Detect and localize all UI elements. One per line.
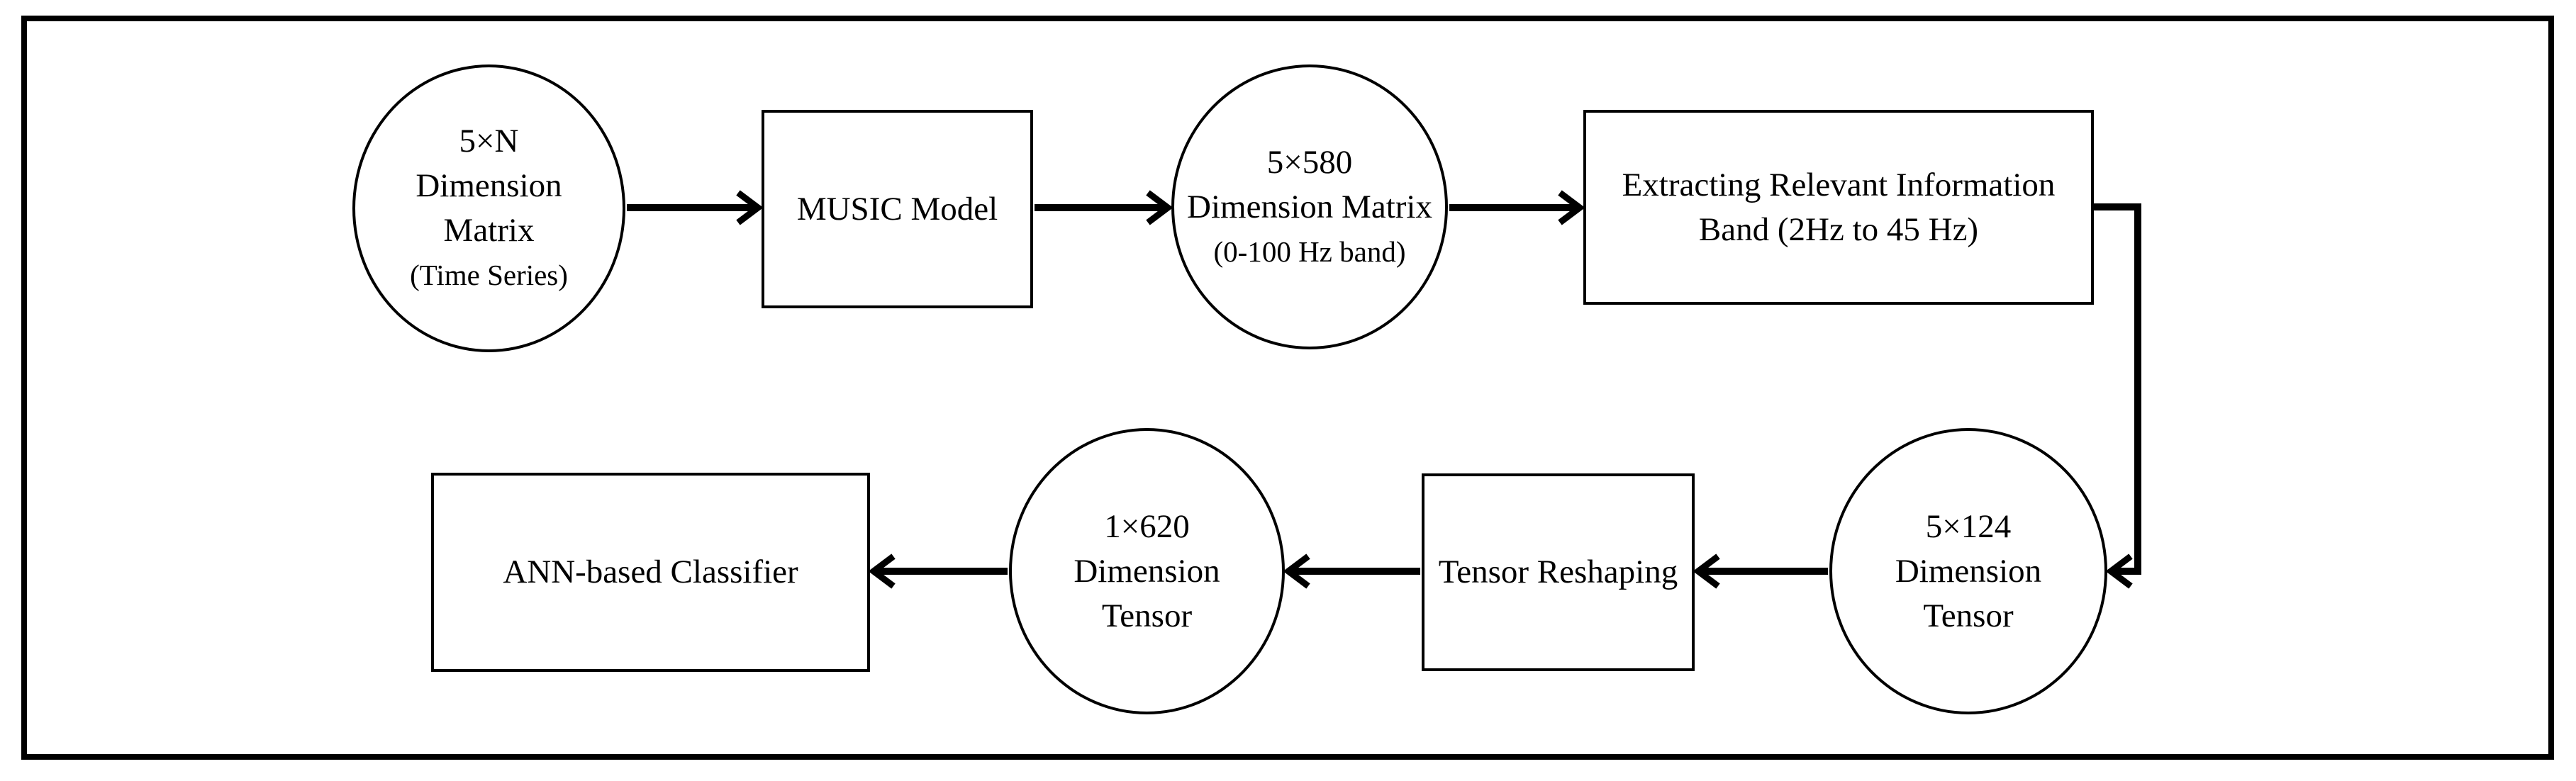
node-tensor-reshaping: Tensor Reshaping [1422,473,1695,671]
node-text-line: Matrix [443,212,535,249]
node-text-line: 1×620 [1104,507,1190,545]
node-text-line: Tensor [1923,597,2014,634]
node-tensor-1x620: 1×620 Dimension Tensor [1009,428,1285,714]
node-text-line: ANN-based Classifier [503,554,798,590]
node-text-line: 5×N [459,123,519,159]
node-text-line: Tensor [1101,597,1193,634]
node-music-model: MUSIC Model [762,110,1033,308]
node-text-line: Band (2Hz to 45 Hz) [1698,210,1979,248]
node-text-line: Dimension [416,167,562,204]
node-text-note: (Time Series) [410,259,568,291]
node-text-line: MUSIC Model [796,190,998,227]
node-text-line: Extracting Relevant Information [1622,166,2056,203]
node-ann-classifier: ANN-based Classifier [431,473,870,672]
node-text-line: 5×124 [1925,507,2012,545]
node-text-line: Tensor Reshaping [1438,554,1678,590]
node-input-matrix: 5×N Dimension Matrix (Time Series) [352,64,625,352]
arrow-extraction-to-tensor124-elbow [2094,203,2141,589]
node-text-line: Dimension [1074,552,1220,590]
node-text-note: (0-100 Hz band) [1213,235,1406,268]
node-text-line: Dimension [1895,552,2042,590]
node-tensor-5x124: 5×124 Dimension Tensor [1829,428,2107,714]
node-text-line: 5×580 [1266,143,1353,181]
node-band-extraction: Extracting Relevant Information Band (2H… [1583,110,2094,305]
diagram-border [21,16,2554,760]
node-matrix-5x580: 5×580 Dimension Matrix (0-100 Hz band) [1171,64,1448,349]
node-text-line: Dimension Matrix [1187,188,1432,225]
